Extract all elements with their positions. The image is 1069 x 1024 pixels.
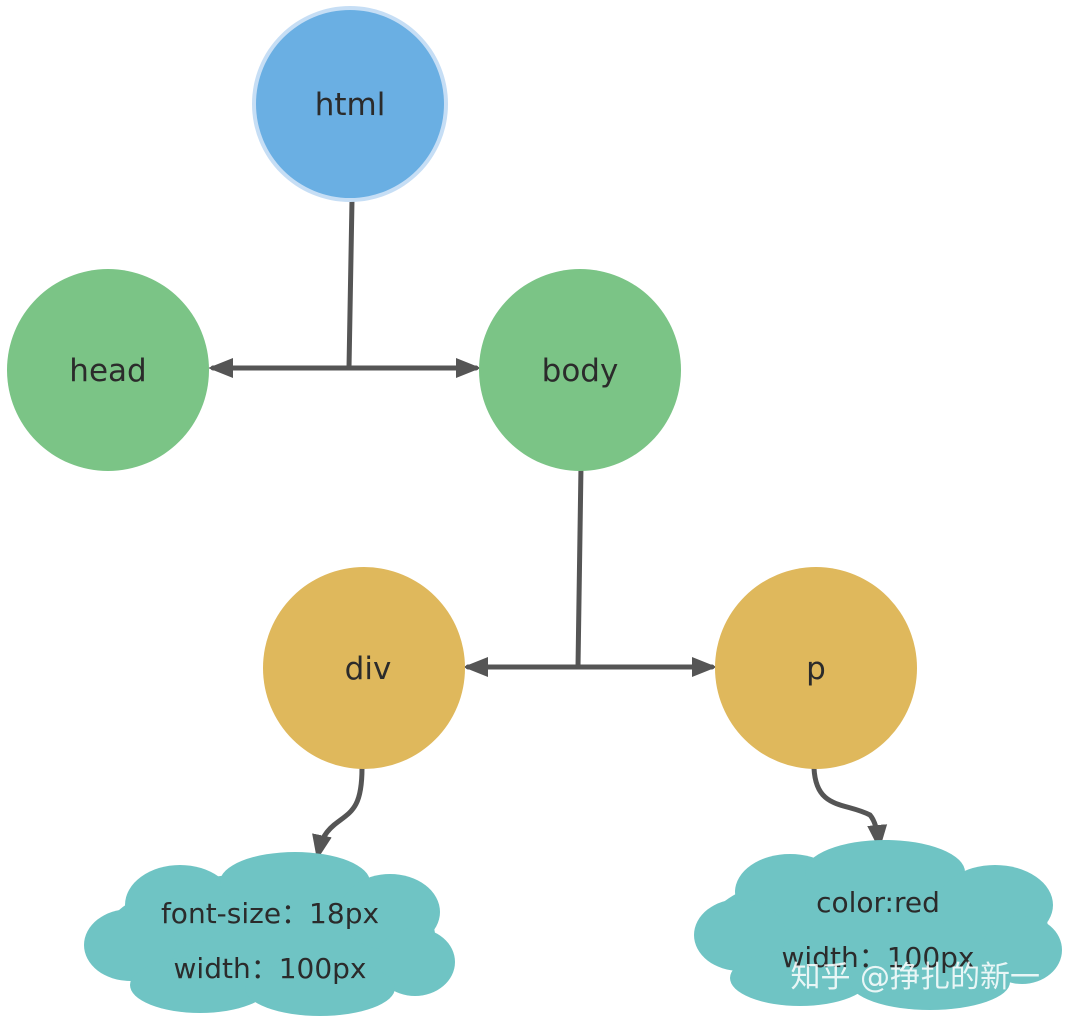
node-body: body (479, 269, 681, 471)
node-div-circle (263, 567, 465, 769)
cloud-p-shape (694, 840, 1062, 1010)
node-div: div (263, 567, 465, 769)
cloud-p-line1: color:red (816, 886, 940, 919)
edge-html-trunk (346, 197, 355, 371)
node-html-label: html (315, 87, 386, 123)
edge-div-to-style (312, 765, 365, 860)
cloud-div-line2: width：100px (174, 952, 367, 985)
cloud-div-line1: font-size：18px (161, 897, 379, 930)
node-body-label: body (542, 353, 619, 389)
edge-body-trunk (575, 463, 584, 670)
node-p-circle (715, 567, 917, 769)
node-head-circle (7, 269, 209, 471)
node-p-label: p (806, 651, 826, 687)
watermark-text: 知乎 @挣扎的新一 (790, 960, 1040, 995)
node-body-circle (479, 269, 681, 471)
node-p: p (715, 567, 917, 769)
cloud-p-line2: width：100px (782, 941, 975, 974)
node-head-label: head (69, 353, 146, 389)
cloud-div-shape (84, 852, 455, 1016)
edge-p-to-style (811, 765, 888, 850)
cloud-div-styles: font-size：18px width：100px (84, 852, 455, 1016)
node-head: head (7, 269, 209, 471)
cloud-p-styles: color:red width：100px (694, 840, 1062, 1010)
node-html-circle-inner (256, 10, 444, 198)
node-html: html (252, 6, 448, 202)
node-div-label: div (345, 651, 392, 687)
